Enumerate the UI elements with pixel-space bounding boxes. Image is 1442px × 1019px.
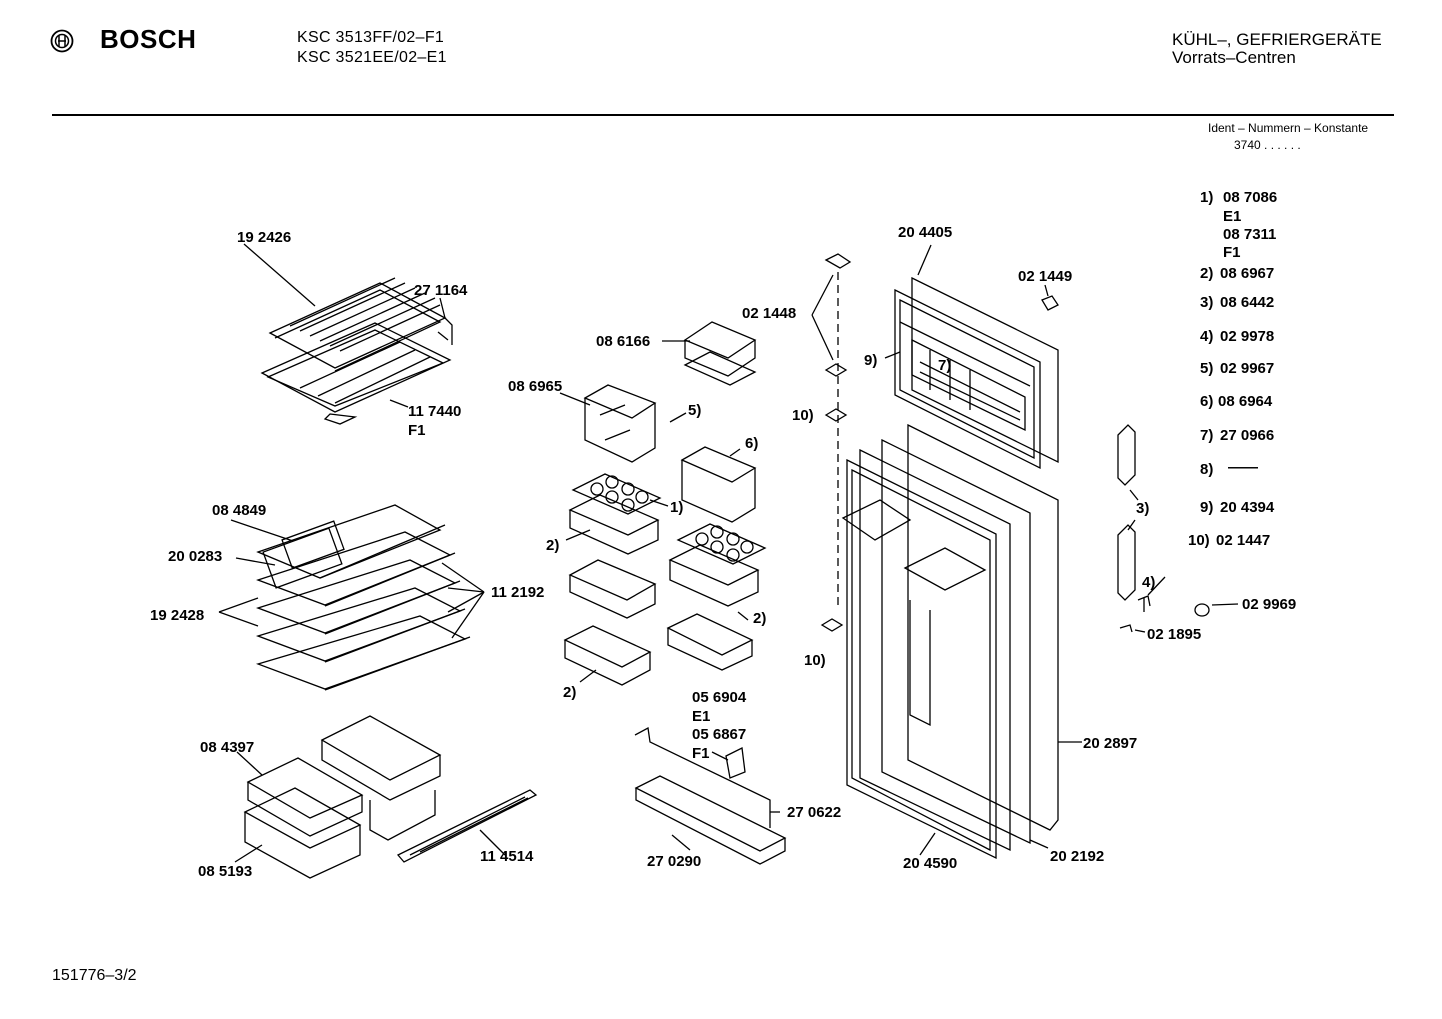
label-ref-4: 4) xyxy=(1142,574,1155,591)
legend-value-3: 08 6442 xyxy=(1220,294,1274,311)
shelf-stack xyxy=(218,504,485,691)
category-title: KÜHL–, GEFRIERGERÄTE xyxy=(1172,30,1382,49)
header-divider xyxy=(52,114,1394,116)
label-19-2426: 19 2426 xyxy=(237,229,291,246)
legend-value-4: 02 9978 xyxy=(1220,328,1274,345)
label-11-4514: 11 4514 xyxy=(480,848,534,865)
label-20-2897: 20 2897 xyxy=(1083,735,1137,752)
legend-value-2: 08 6967 xyxy=(1220,265,1274,282)
label-05-6904: 05 6904 xyxy=(692,689,747,706)
legend-key-2: 2) xyxy=(1200,265,1213,282)
label-ref-7: 7) xyxy=(938,357,951,374)
label-20-2192: 20 2192 xyxy=(1050,848,1104,865)
label-02-9969: 02 9969 xyxy=(1242,596,1296,613)
legend-key-4: 4) xyxy=(1200,328,1213,345)
legend-value-1: 08 7086 xyxy=(1223,189,1277,206)
legend-key-7: 7) xyxy=(1200,427,1213,444)
door-bins xyxy=(559,321,787,865)
label-ref-9: 9) xyxy=(864,352,877,369)
hinge-brackets xyxy=(1117,424,1239,633)
label-08-4849: 08 4849 xyxy=(212,502,266,519)
legend-key-6: 6) xyxy=(1200,393,1213,410)
label-02-1448: 02 1448 xyxy=(742,305,796,322)
label-05-6867: 05 6867 xyxy=(692,726,746,743)
reference-legend: 1) 08 7086 E1 08 7311 F1 2) 08 6967 3) 0… xyxy=(1188,189,1277,549)
legend-key-1: 1) xyxy=(1200,189,1213,206)
model-number-1: KSC 3513FF/02–F1 xyxy=(297,29,445,46)
label-20-0283: 20 0283 xyxy=(168,548,222,565)
glass-shelf-top xyxy=(243,243,453,425)
legend-value-5: 02 9967 xyxy=(1220,360,1274,377)
crisper-drawers xyxy=(234,715,538,879)
label-f1-shelf: F1 xyxy=(408,422,426,439)
label-ref-10b: 10) xyxy=(804,652,826,669)
label-f1-bin: F1 xyxy=(692,745,710,762)
label-20-4405: 20 4405 xyxy=(898,224,952,241)
bosch-logo-icon xyxy=(50,29,74,53)
label-27-1164: 27 1164 xyxy=(414,282,468,299)
label-11-7440: 11 7440 xyxy=(408,403,461,420)
model-number-2: KSC 3521EE/02–E1 xyxy=(297,49,447,66)
label-ref-1: 1) xyxy=(670,499,683,516)
label-02-1895: 02 1895 xyxy=(1147,626,1201,643)
legend-value-1-f1: F1 xyxy=(1223,244,1241,261)
legend-key-5: 5) xyxy=(1200,360,1213,377)
label-ref-6: 6) xyxy=(745,435,758,452)
legend-value-7: 27 0966 xyxy=(1220,427,1274,444)
freezer-door xyxy=(884,244,1059,470)
label-ref-3: 3) xyxy=(1136,500,1149,517)
label-08-5193: 08 5193 xyxy=(198,863,252,880)
legend-key-9: 9) xyxy=(1200,499,1213,516)
label-08-4397: 08 4397 xyxy=(200,739,254,756)
legend-value-9: 20 4394 xyxy=(1220,499,1275,516)
ident-label: Ident – Nummern – Konstante xyxy=(1208,121,1369,135)
category-subtitle: Vorrats–Centren xyxy=(1172,48,1296,67)
legend-key-8: 8) xyxy=(1200,461,1213,478)
hinge-parts xyxy=(811,253,852,632)
label-08-6965: 08 6965 xyxy=(508,378,562,395)
legend-value-10: 02 1447 xyxy=(1216,532,1270,549)
legend-key-10: 10) xyxy=(1188,532,1210,549)
label-27-0290: 27 0290 xyxy=(647,853,701,870)
label-02-1449: 02 1449 xyxy=(1018,268,1072,285)
label-ref-2b: 2) xyxy=(753,610,766,627)
label-08-6166: 08 6166 xyxy=(596,333,650,350)
brand-name: BOSCH xyxy=(100,24,197,54)
label-ref-2a: 2) xyxy=(546,537,559,554)
document-code: 151776–3/2 xyxy=(52,967,137,984)
label-ref-10a: 10) xyxy=(792,407,814,424)
legend-value-1-alt: 08 7311 xyxy=(1223,226,1276,243)
label-20-4590: 20 4590 xyxy=(903,855,957,872)
legend-value-8: —— xyxy=(1228,459,1258,476)
label-e1: E1 xyxy=(692,708,710,725)
label-ref-2c: 2) xyxy=(563,684,576,701)
fridge-door xyxy=(841,423,1082,860)
legend-value-1-e1: E1 xyxy=(1223,208,1241,225)
label-11-2192: 11 2192 xyxy=(491,584,544,601)
legend-key-3: 3) xyxy=(1200,294,1213,311)
ident-value: 3740 . . . . . . xyxy=(1234,138,1301,152)
legend-value-6: 08 6964 xyxy=(1218,393,1273,410)
label-27-0622: 27 0622 xyxy=(787,804,841,821)
label-19-2428: 19 2428 xyxy=(150,607,204,624)
label-ref-5: 5) xyxy=(688,402,701,419)
